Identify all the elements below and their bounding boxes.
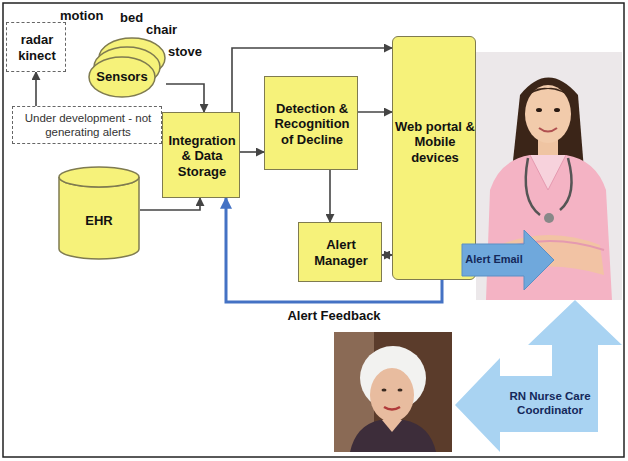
process-box: Detection & Recognition of Decline — [264, 76, 358, 170]
sensor-label: bed — [120, 10, 143, 25]
edge-label: Alert Feedback — [285, 308, 382, 323]
database-cylinder: EHR — [58, 166, 140, 260]
sensor-stack: Sensors — [86, 38, 166, 100]
flow-arrow — [35, 72, 37, 106]
flow-arrow — [382, 254, 392, 256]
portal-box: Web portal & Mobile devices — [392, 36, 476, 280]
process-box: Alert Manager — [298, 222, 382, 282]
coordinator-arrow: RN Nurse Care Coordinator — [455, 300, 623, 452]
node-text: Detection & Recognition of Decline — [268, 101, 356, 148]
flow-arrow — [140, 198, 200, 210]
node-text: Alert Manager — [302, 237, 380, 268]
coordinator-arrow-outline — [455, 300, 623, 452]
sensor-stack-outline — [86, 38, 166, 100]
sensor-label: chair — [146, 22, 177, 37]
node-text: Integration & Data Storage — [166, 133, 238, 180]
dashed-group: radarkinect — [6, 22, 66, 72]
flow-arrow — [166, 84, 204, 112]
node-text: kinect — [18, 48, 56, 64]
alert-arrow: Alert Email — [462, 230, 554, 290]
node-text: Alert Email — [465, 253, 522, 266]
database-cylinder-outline — [58, 166, 140, 260]
node-text: Under development - not generating alert… — [16, 112, 160, 140]
node-text: Web portal & Mobile devices — [395, 119, 475, 166]
flow-arrow — [358, 111, 392, 113]
process-box: Integration & Data Storage — [162, 112, 240, 198]
note-box: Under development - not generating alert… — [12, 106, 162, 144]
node-text: RN Nurse Care Coordinator — [502, 390, 598, 418]
node-text: Sensors — [96, 69, 147, 85]
frame — [3, 3, 624, 457]
patient-photo — [334, 332, 452, 452]
sensor-label: stove — [168, 44, 202, 59]
sensor-label: motion — [60, 8, 103, 23]
node-text: EHR — [85, 213, 112, 229]
node-text: radar — [21, 32, 54, 48]
flow-arrow — [240, 151, 264, 153]
flow-arrow — [329, 170, 331, 222]
